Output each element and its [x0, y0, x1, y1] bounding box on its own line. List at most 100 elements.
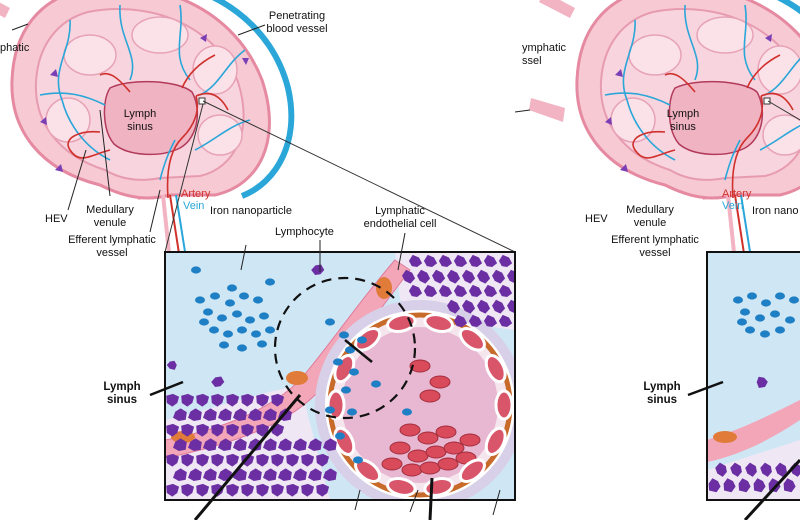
lymphocyte-cell [226, 423, 240, 437]
lymphocyte-cell [477, 269, 491, 284]
lymphocyte-cell [507, 269, 515, 284]
iron-nanoparticle [737, 318, 747, 326]
lymphocyte-cell [423, 254, 438, 267]
lymphocyte-cell [211, 376, 225, 387]
lymphocyte-cell [438, 254, 453, 267]
label-lymphatic-partial-right: ymphatic ssel [522, 42, 566, 68]
lymphocyte-cell [311, 264, 325, 275]
label-lymph-sinus-node: Lymph sinus [112, 108, 168, 134]
lymphocyte-cell [211, 423, 225, 437]
red-blood-cell [407, 449, 429, 463]
lymphocyte-cell [301, 483, 315, 497]
lymphocyte-cell [323, 438, 337, 451]
lymphocyte-cell [233, 438, 247, 451]
iron-nanoparticle [203, 308, 213, 316]
iron-nanoparticle [402, 408, 412, 416]
lymphocyte-cell [498, 314, 513, 327]
red-blood-cell [401, 463, 423, 477]
lymphocyte-cell [188, 408, 202, 421]
lymphocyte-cell [256, 483, 270, 497]
red-blood-cell [399, 423, 421, 437]
red-blood-cell [429, 375, 451, 389]
label-vein: Vein [183, 200, 205, 212]
pointer-line [193, 394, 302, 521]
red-blood-cell [409, 359, 431, 373]
zoom-line [767, 100, 800, 121]
iron-nanoparticle [789, 296, 799, 304]
lymphocyte-cell [241, 483, 255, 497]
lymphocyte-cell [498, 284, 513, 297]
lymphocyte-cell [408, 284, 423, 297]
red-blood-cell [437, 457, 459, 471]
iron-nanoparticle [237, 326, 247, 334]
lymphocyte-cell [447, 269, 461, 284]
lymphocyte-cell [293, 468, 307, 481]
lymphocyte-cell [188, 468, 202, 481]
iron-nanoparticle [785, 316, 795, 324]
label-lymph-sinus-right: Lymph sinus [635, 381, 689, 407]
endothelial-wall-cell [326, 389, 346, 421]
label-line: vessel [96, 247, 128, 259]
lymphocyte-cell [417, 269, 431, 284]
lymphocyte-cell [218, 468, 232, 481]
lymphocyte-cell [708, 478, 721, 493]
red-blood-cell [459, 433, 481, 447]
lymphocyte-cell [166, 483, 180, 497]
magnified-inset-right [707, 252, 800, 500]
iron-nanoparticle [217, 314, 227, 322]
label-line: Lymphatic [375, 205, 425, 217]
lymphocyte-cell [745, 462, 757, 477]
lymphocyte-cell [173, 408, 187, 421]
label-medullary-venule-right: Medullary venule [618, 204, 682, 230]
label-line: sinus [670, 121, 696, 133]
lymphocyte-cell [203, 438, 217, 451]
iron-nanoparticle [740, 308, 750, 316]
label-line: Lymph [123, 108, 157, 120]
iron-nanoparticle [237, 344, 247, 352]
lymphocyte-cell [753, 478, 766, 493]
label-line: ssel [522, 55, 542, 67]
lymphocyte-cell [723, 478, 736, 493]
endothelial-wall-cell [458, 327, 486, 352]
red-blood-cell [435, 425, 457, 439]
red-blood-cell [443, 441, 465, 455]
lymphocyte-cell [408, 254, 423, 267]
iron-nanoparticle [219, 341, 229, 349]
lymphocyte-cell [203, 468, 217, 481]
lymphocyte-cell [783, 478, 796, 493]
lymphocyte-cell [196, 423, 210, 437]
label-line: vessel [639, 247, 671, 259]
lymphocyte-cell [308, 468, 322, 481]
lymphocyte-cell [248, 438, 262, 451]
red-blood-cell [419, 461, 441, 475]
lymphocyte-cell [181, 453, 195, 467]
iron-nanoparticle [345, 346, 355, 354]
red-blood-cell [417, 431, 439, 445]
iron-nanoparticle [257, 340, 267, 348]
iron-nanoparticle [325, 318, 335, 326]
lymphocyte-cell [308, 438, 322, 451]
label-artery-right: Artery [722, 188, 752, 200]
label-line: sinus [127, 121, 153, 133]
lymphocyte-cell [432, 269, 446, 284]
red-blood-cell [381, 457, 403, 471]
lymphocyte-cell [316, 483, 330, 497]
lymphocyte-cell [316, 453, 330, 467]
iron-nanoparticle [191, 266, 201, 274]
inset-frame-right [706, 251, 800, 501]
label-line: venule [93, 217, 127, 229]
label-line: Penetrating [268, 10, 326, 22]
lymphocyte-cell [286, 483, 300, 497]
lymphocyte-cell [715, 462, 727, 477]
iron-nanoparticle [195, 296, 205, 304]
label-lymphatic-endothelial: Lymphatic endothelial cell [355, 205, 445, 231]
lymphocyte-cell [271, 483, 285, 497]
label-line: venule [633, 217, 667, 229]
lymphocyte-cell [402, 269, 416, 284]
lymphocyte-cell [468, 284, 483, 297]
lymphocyte-cell [730, 462, 742, 477]
iron-nanoparticle [265, 278, 275, 286]
endothelial-wall-cell [423, 313, 454, 334]
label-iron-nanoparticle: Iron nanoparticle [210, 205, 292, 217]
